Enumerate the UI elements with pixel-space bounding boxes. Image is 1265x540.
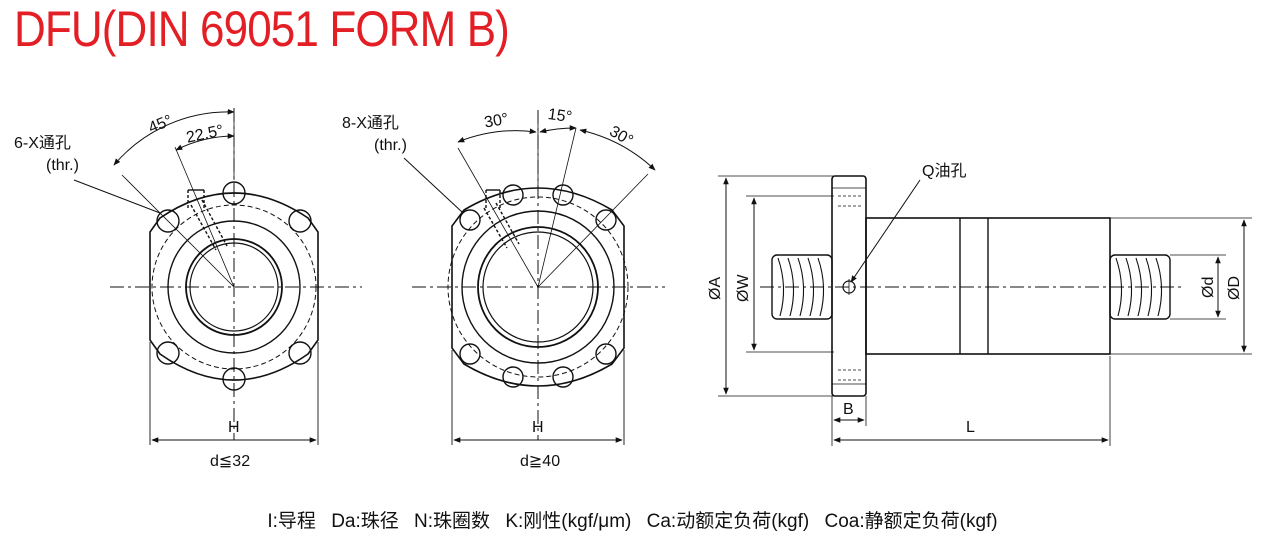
large-hole-label: 8-X通孔 (342, 114, 399, 132)
small-angle-b: 22.5° (185, 122, 225, 146)
front-view-large (403, 110, 665, 445)
legend-item: K:刚性(kgf/μm) (505, 511, 632, 532)
small-thr-label: (thr.) (46, 157, 79, 174)
oil-hole-label: Q油孔 (922, 162, 966, 180)
dia-D-label: ØD (1226, 276, 1243, 300)
small-h-label: H (228, 419, 240, 436)
large-condition: d≧40 (520, 453, 560, 470)
b-label: B (843, 401, 854, 418)
side-view (718, 175, 1252, 446)
small-angle-a: 45° (146, 112, 175, 137)
parameter-legend: I:导程 Da:珠径 N:珠圈数 K:刚性(kgf/μm) Ca:动额定负荷(k… (0, 506, 1265, 533)
large-angle-b: 15° (547, 106, 573, 126)
legend-item: N:珠圈数 (414, 511, 491, 532)
l-label: L (966, 419, 975, 436)
small-condition: d≦32 (210, 453, 250, 470)
dia-a-label: ØA (707, 277, 724, 300)
large-h-label: H (532, 419, 544, 436)
legend-item: Da:珠径 (331, 511, 399, 532)
front-view-small (73, 108, 362, 445)
large-thr-label: (thr.) (374, 137, 407, 154)
large-angle-a: 30° (483, 111, 510, 132)
page-title: DFU(DIN 69051 FORM B) (14, 1, 510, 57)
small-hole-label: 6-X通孔 (14, 134, 71, 152)
legend-item: Coa:静额定负荷(kgf) (824, 511, 998, 532)
dia-w-label: ØW (735, 274, 752, 302)
dia-d-label: Ød (1200, 277, 1217, 298)
legend-item: Ca:动额定负荷(kgf) (646, 511, 810, 532)
legend-item: I:导程 (267, 511, 316, 532)
large-angle-c: 30° (606, 123, 635, 150)
